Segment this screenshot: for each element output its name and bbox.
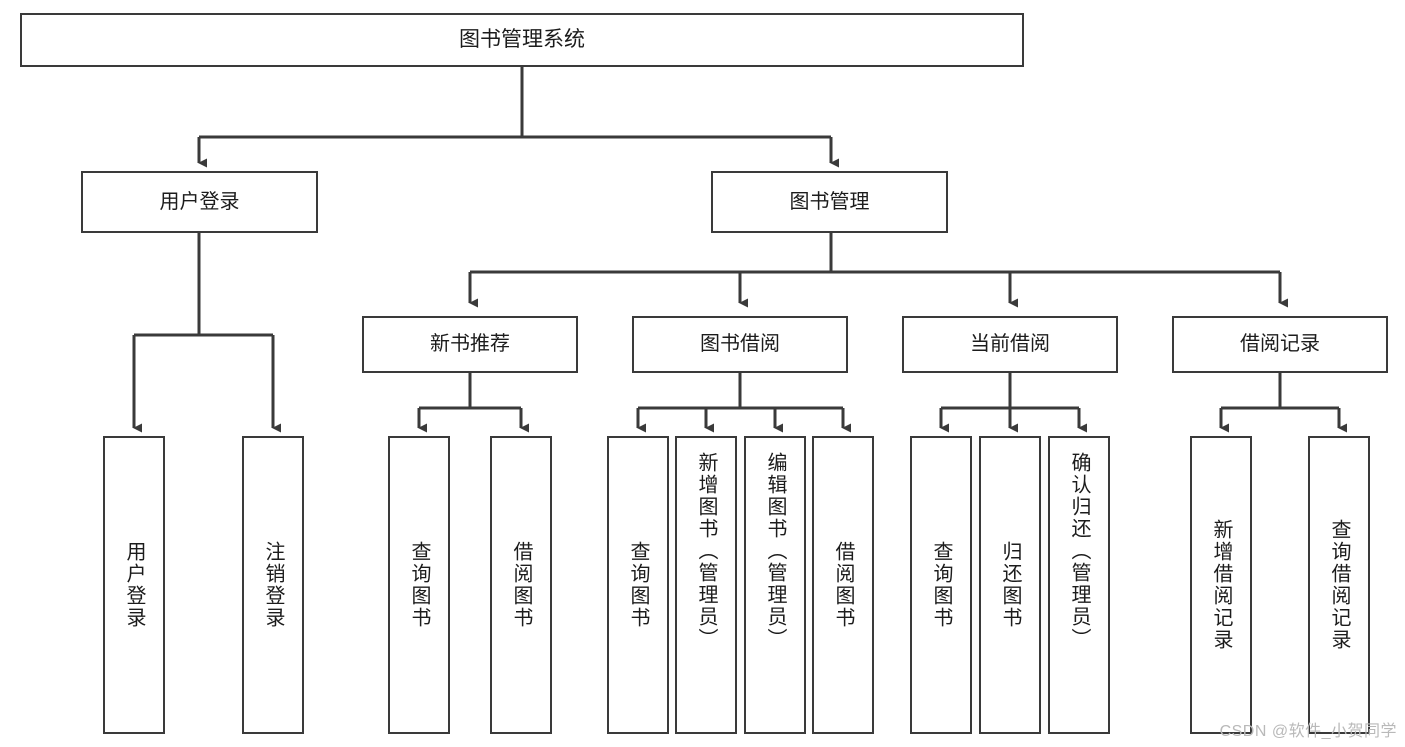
node-label: 查询图书: [930, 541, 952, 629]
node-current-borrow[interactable]: 当前借阅: [902, 316, 1118, 373]
leaf-borrow-query-book[interactable]: 查询图书: [607, 436, 669, 734]
node-label: 用户登录: [159, 190, 240, 213]
leaf-current-query-book[interactable]: 查询图书: [910, 436, 972, 734]
leaf-borrow-edit-book-admin[interactable]: 编辑图书（管理员）: [744, 436, 806, 734]
leaf-recommend-query-book[interactable]: 查询图书: [388, 436, 450, 734]
node-label: 新增图书（管理员）: [695, 452, 717, 650]
csdn-watermark: CSDN @软件_小贺同学: [1219, 723, 1397, 740]
node-root-library-system[interactable]: 图书管理系统: [20, 13, 1024, 67]
leaf-borrow-add-book-admin[interactable]: 新增图书（管理员）: [675, 436, 737, 734]
node-label: 确认归还（管理员）: [1068, 452, 1090, 650]
node-label: 图书借阅: [700, 333, 780, 356]
node-borrow-record[interactable]: 借阅记录: [1172, 316, 1388, 373]
node-user-login[interactable]: 用户登录: [81, 171, 318, 233]
node-label: 图书管理系统: [459, 28, 585, 52]
node-label: 查询图书: [408, 541, 430, 629]
leaf-borrow-borrow-book[interactable]: 借阅图书: [812, 436, 874, 734]
node-book-management[interactable]: 图书管理: [711, 171, 948, 233]
leaf-user-login[interactable]: 用户登录: [103, 436, 165, 734]
leaf-user-logout[interactable]: 注销登录: [242, 436, 304, 734]
node-label: 新书推荐: [430, 333, 510, 356]
leaf-record-add-record[interactable]: 新增借阅记录: [1190, 436, 1252, 734]
node-label: 当前借阅: [970, 333, 1050, 356]
node-label: 归还图书: [999, 541, 1021, 629]
leaf-record-query-record[interactable]: 查询借阅记录: [1308, 436, 1370, 734]
leaf-recommend-borrow-book[interactable]: 借阅图书: [490, 436, 552, 734]
node-label: 注销登录: [262, 541, 284, 629]
node-label: 查询借阅记录: [1328, 519, 1350, 651]
node-label: 图书管理: [789, 190, 870, 213]
node-label: 借阅图书: [510, 541, 532, 629]
node-book-borrow[interactable]: 图书借阅: [632, 316, 848, 373]
node-label: 编辑图书（管理员）: [764, 452, 786, 650]
node-label: 借阅图书: [832, 541, 854, 629]
node-label: 用户登录: [123, 541, 145, 629]
node-label: 新增借阅记录: [1210, 519, 1232, 651]
node-new-book-recommend[interactable]: 新书推荐: [362, 316, 578, 373]
leaf-current-return-book[interactable]: 归还图书: [979, 436, 1041, 734]
node-label: 查询图书: [627, 541, 649, 629]
leaf-current-confirm-return-admin[interactable]: 确认归还（管理员）: [1048, 436, 1110, 734]
node-label: 借阅记录: [1240, 333, 1320, 356]
